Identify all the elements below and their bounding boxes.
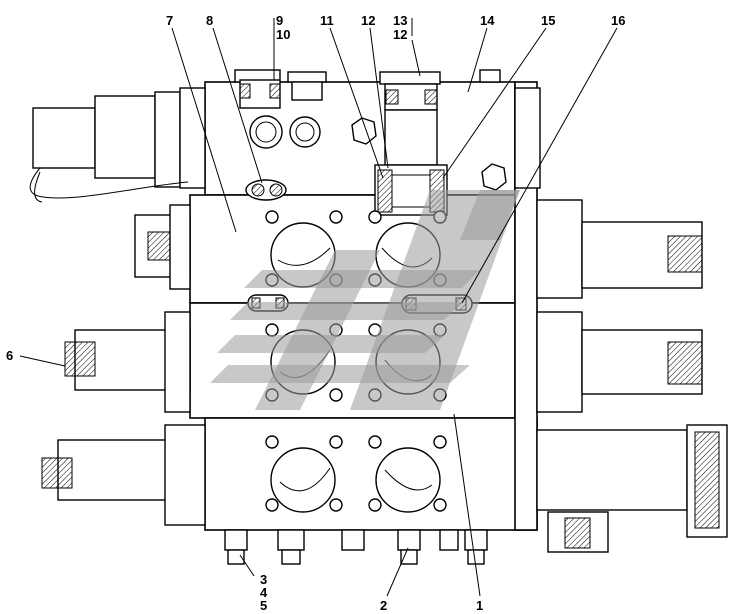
callout-labels: 7 8 9 10 11 12 13 12 14 15 16 6 3 4 5 2 … [6, 13, 625, 613]
callout-14: 14 [480, 13, 495, 28]
callout-15: 15 [541, 13, 555, 28]
callout-4: 4 [260, 585, 268, 600]
callout-10: 10 [276, 27, 290, 42]
callout-3: 3 [260, 572, 267, 587]
callout-7: 7 [166, 13, 173, 28]
callout-16: 16 [611, 13, 625, 28]
callout-12-bottom: 12 [393, 27, 407, 42]
left-solenoid [29, 87, 206, 203]
bottom-fittings [224, 529, 488, 565]
callout-1: 1 [476, 598, 483, 613]
callout-9: 9 [276, 13, 283, 28]
upper-section-details [245, 109, 507, 216]
callout-11: 11 [320, 13, 334, 28]
right-fittings [514, 87, 728, 553]
top-fittings [234, 69, 501, 111]
leader-lines [19, 18, 618, 597]
left-fittings [41, 204, 206, 526]
callout-5: 5 [260, 598, 267, 613]
watermark-logo [210, 190, 520, 410]
callout-13: 13 [393, 13, 407, 28]
callout-6: 6 [6, 348, 13, 363]
callout-8: 8 [206, 13, 213, 28]
callout-12-top: 12 [361, 13, 375, 28]
callout-2: 2 [380, 598, 387, 613]
